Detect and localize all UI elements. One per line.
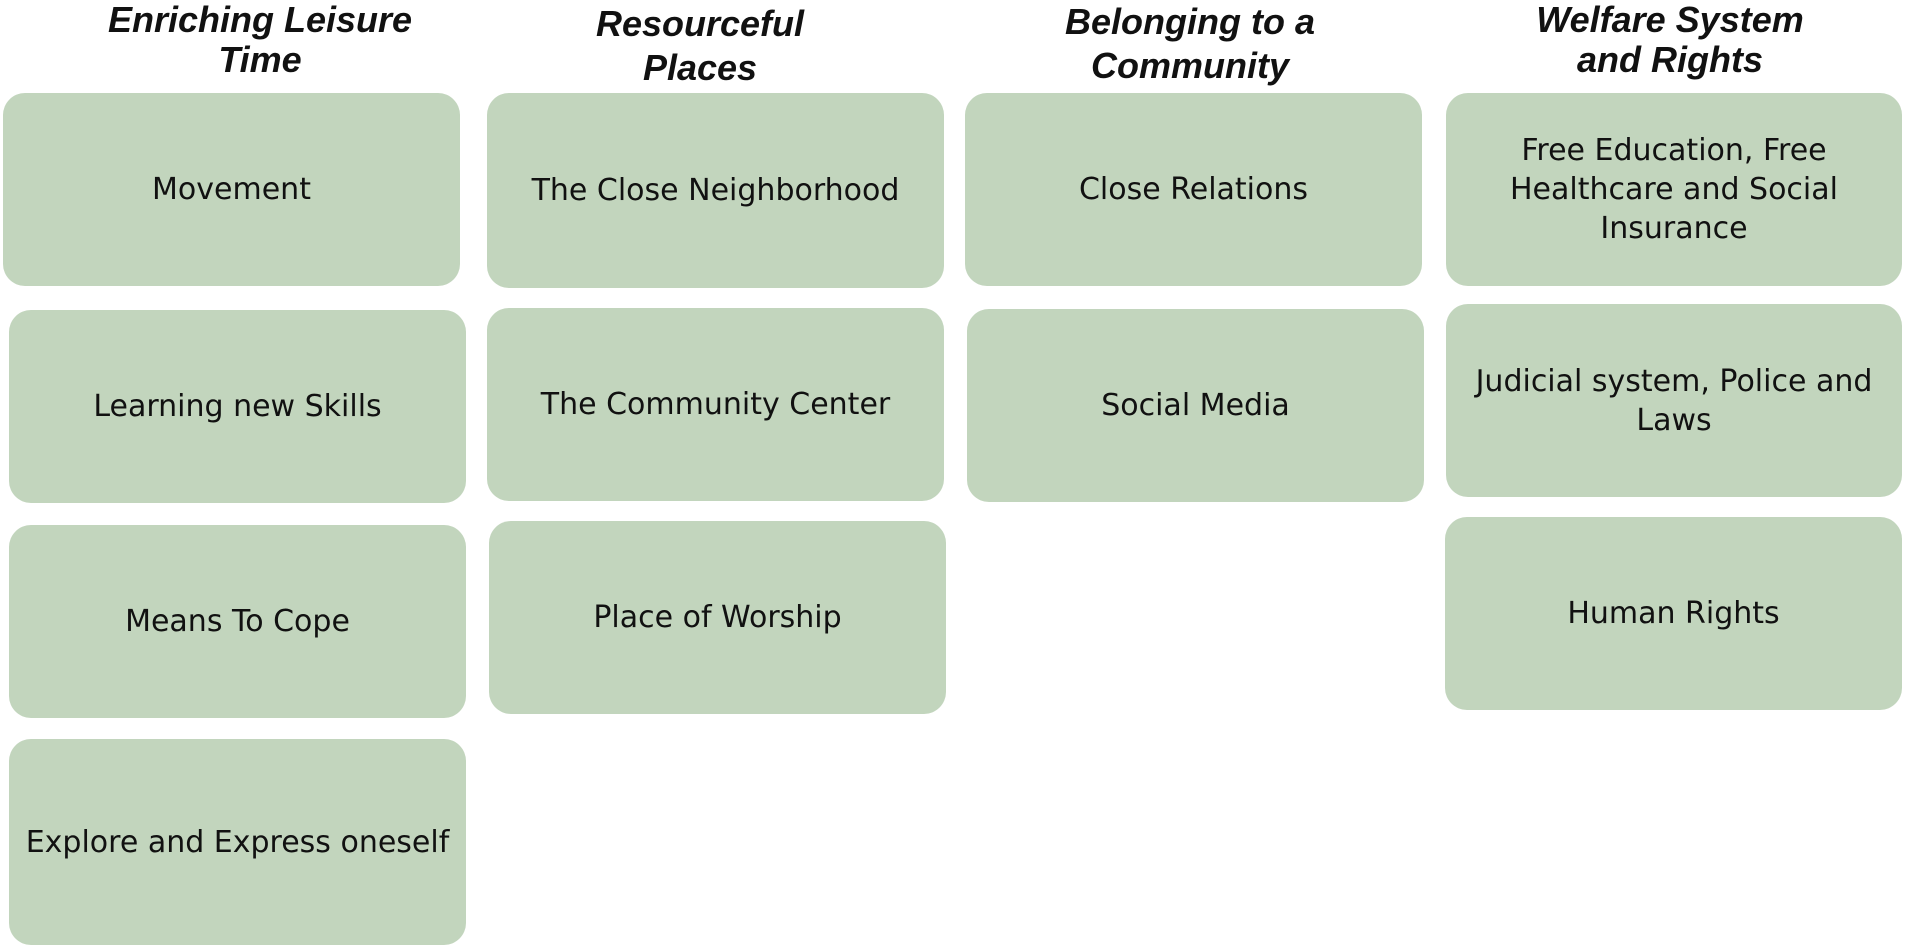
card-explore-and-express-oneself: Explore and Express oneself: [9, 739, 466, 945]
card-social-media: Social Media: [967, 309, 1424, 502]
column-heading-resourceful-places: Resourceful Places: [595, 3, 805, 88]
card-close-relations: Close Relations: [965, 93, 1422, 286]
card-means-to-cope: Means To Cope: [9, 525, 466, 718]
card-label: The Community Center: [540, 387, 891, 422]
card-label: Social Media: [1101, 388, 1290, 423]
card-label: Judicial system, Police and Laws: [1475, 363, 1873, 438]
column-heading-welfare-system-and-rights: Welfare System and Rights: [1536, 0, 1804, 80]
card-human-rights: Human Rights: [1445, 517, 1902, 710]
card-label: Means To Cope: [125, 604, 350, 639]
card-the-close-neighborhood: The Close Neighborhood: [487, 93, 944, 288]
card-label: Free Education, Free Healthcare and Soci…: [1510, 133, 1838, 246]
card-learning-new-skills: Learning new Skills: [9, 310, 466, 503]
card-label: Close Relations: [1078, 172, 1309, 207]
card-the-community-center: The Community Center: [487, 308, 944, 501]
card-free-education-healthcare-insurance: Free Education, Free Healthcare and Soci…: [1446, 93, 1902, 286]
card-label: Human Rights: [1567, 596, 1780, 631]
column-heading-belonging-to-a-community: Belonging to a Community: [1065, 1, 1315, 86]
card-label: The Close Neighborhood: [531, 173, 900, 208]
card-label: Learning new Skills: [93, 389, 382, 424]
card-label: Explore and Express oneself: [25, 824, 450, 860]
card-judicial-system-police-laws: Judicial system, Police and Laws: [1446, 304, 1902, 497]
card-label: Place of Worship: [593, 600, 842, 635]
card-movement: Movement: [3, 93, 460, 286]
column-heading-enriching-leisure-time: Enriching Leisure Time: [107, 0, 413, 80]
card-place-of-worship: Place of Worship: [489, 521, 946, 714]
card-label: Movement: [152, 172, 311, 207]
